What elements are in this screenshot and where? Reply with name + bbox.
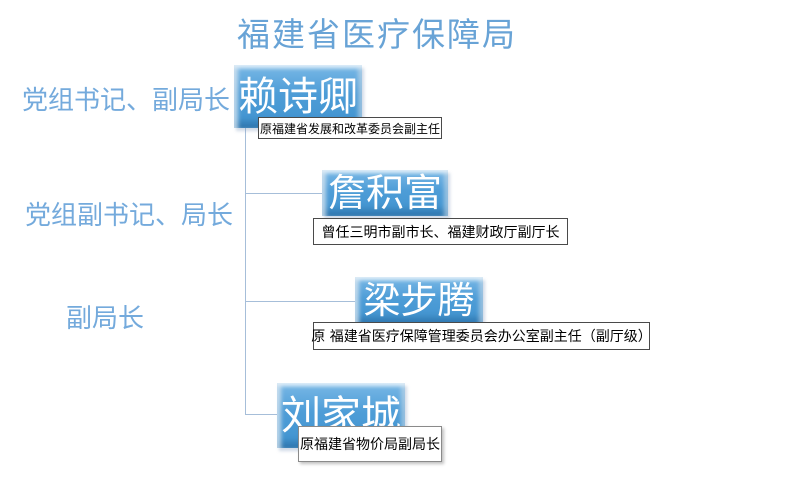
role-label-deputy-secretary-director: 党组副书记、局长	[25, 201, 234, 231]
role-label-party-secretary: 党组书记、副局长	[22, 86, 231, 116]
person-description: 原福建省物价局副局长	[300, 437, 440, 453]
person-description: 原福建省发展和改革委员会副主任	[259, 121, 440, 136]
connector-vertical-trunk	[245, 128, 246, 415]
connector-branch-node-3	[246, 301, 355, 302]
person-name: 詹积富	[327, 171, 442, 215]
person-description-box: 原福建省发展和改革委员会副主任	[258, 117, 442, 139]
connector-branch-node-4	[246, 414, 277, 415]
connector-branch-node-2	[246, 193, 322, 194]
org-node-box: 赖诗卿	[234, 65, 362, 128]
person-description-box: 曾任三明市副市长、福建财政厅副厅长	[313, 218, 568, 245]
org-node-box: 詹积富	[322, 170, 448, 216]
person-description-box: 原福建省物价局副局长	[298, 426, 442, 462]
person-description: 曾任三明市副市长、福建财政厅副厅长	[321, 224, 560, 241]
org-node-box: 梁步腾	[355, 277, 483, 324]
person-description: 原 福建省医疗保障管理委员会办公室副主任（副厅级）	[311, 329, 652, 345]
person-name: 赖诗卿	[238, 73, 358, 120]
role-label-deputy-director: 副局长	[66, 304, 145, 334]
page-title: 福建省医疗保障局	[237, 15, 517, 54]
person-description-box: 原 福建省医疗保障管理委员会办公室副主任（副厅级）	[311, 322, 652, 350]
person-name: 梁步腾	[363, 279, 475, 322]
